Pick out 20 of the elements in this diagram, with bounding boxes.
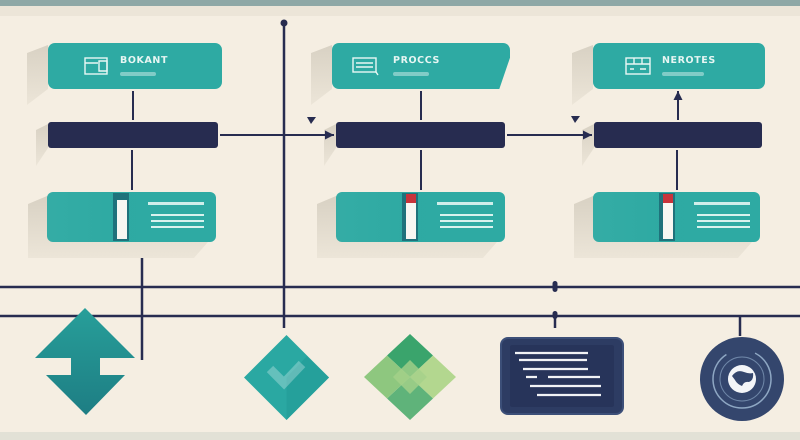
arrow xyxy=(507,130,592,140)
card-heading: NEROTES xyxy=(662,56,716,67)
card-heading: BOKANT xyxy=(120,56,168,67)
process-card xyxy=(332,43,510,89)
connector-line xyxy=(420,91,422,120)
content-card xyxy=(47,192,216,242)
connector-line xyxy=(131,150,133,190)
content-card xyxy=(593,192,760,242)
arrow xyxy=(674,91,682,120)
connector-line xyxy=(676,150,678,190)
card-heading: PROCCS xyxy=(393,56,440,67)
content-card xyxy=(336,192,505,242)
connector-line xyxy=(420,150,422,190)
process-card xyxy=(48,43,222,89)
arrow xyxy=(220,130,334,140)
process-card xyxy=(593,43,765,89)
process-bar xyxy=(594,122,762,148)
process-bar xyxy=(48,122,218,148)
process-bar xyxy=(336,122,505,148)
connector-line xyxy=(132,91,134,120)
